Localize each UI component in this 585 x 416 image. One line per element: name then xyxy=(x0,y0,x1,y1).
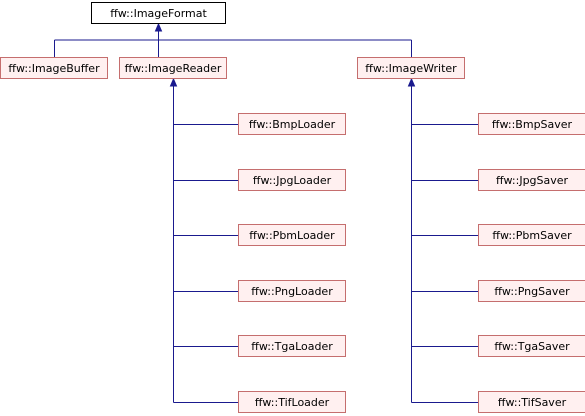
class-node-box xyxy=(238,280,346,302)
class-node-box xyxy=(238,335,346,357)
class-node-box xyxy=(238,169,346,191)
class-node-label: ffw::PngSaver xyxy=(494,285,570,298)
class-node-label: ffw::TifLoader xyxy=(255,396,330,409)
class-node-bmpsaver[interactable]: ffw::BmpSaver xyxy=(478,113,585,135)
class-node-imagebuffer[interactable]: ffw::ImageBuffer xyxy=(0,57,108,79)
class-node-box xyxy=(238,391,346,413)
arrowhead-imagereader xyxy=(169,77,178,87)
class-node-label: ffw::BmpLoader xyxy=(249,118,336,131)
class-node-label: ffw::ImageReader xyxy=(125,62,222,75)
class-node-tgaloader[interactable]: ffw::TgaLoader xyxy=(238,335,346,357)
class-node-label: ffw::ImageFormat xyxy=(110,7,207,20)
class-node-imagereader[interactable]: ffw::ImageReader xyxy=(119,57,227,79)
class-node-box xyxy=(238,113,346,135)
class-node-label: ffw::PbmLoader xyxy=(249,229,335,242)
inheritance-edges xyxy=(54,22,478,403)
class-node-box xyxy=(478,224,585,246)
class-node-box xyxy=(238,224,346,246)
class-node-label: ffw::JpgSaver xyxy=(496,174,569,187)
arrowhead-imageformat xyxy=(154,22,163,32)
class-node-imagewriter[interactable]: ffw::ImageWriter xyxy=(357,57,465,79)
class-node-imageformat[interactable]: ffw::ImageFormat xyxy=(91,2,226,24)
class-node-pbmsaver[interactable]: ffw::PbmSaver xyxy=(478,224,585,246)
class-node-bmploader[interactable]: ffw::BmpLoader xyxy=(238,113,346,135)
class-node-tgasaver[interactable]: ffw::TgaSaver xyxy=(478,335,585,357)
class-node-box xyxy=(478,335,585,357)
class-node-box xyxy=(119,57,227,79)
class-node-box xyxy=(91,2,226,24)
class-node-box xyxy=(478,169,585,191)
arrowhead-imagewriter xyxy=(407,77,416,87)
class-node-box xyxy=(357,57,465,79)
class-node-label: ffw::BmpSaver xyxy=(492,118,573,131)
class-node-pbmloader[interactable]: ffw::PbmLoader xyxy=(238,224,346,246)
class-node-jpgloader[interactable]: ffw::JpgLoader xyxy=(238,169,346,191)
class-node-label: ffw::TifSaver xyxy=(498,396,567,409)
class-node-label: ffw::ImageWriter xyxy=(365,62,457,75)
class-node-tifsaver[interactable]: ffw::TifSaver xyxy=(478,391,585,413)
class-node-label: ffw::JpgLoader xyxy=(253,174,332,187)
class-node-box xyxy=(478,391,585,413)
class-node-box xyxy=(478,280,585,302)
class-node-label: ffw::ImageBuffer xyxy=(8,62,100,75)
class-node-label: ffw::PngLoader xyxy=(251,285,333,298)
class-node-label: ffw::TgaLoader xyxy=(251,340,333,353)
class-node-box xyxy=(478,113,585,135)
class-node-tifloader[interactable]: ffw::TifLoader xyxy=(238,391,346,413)
class-node-pngloader[interactable]: ffw::PngLoader xyxy=(238,280,346,302)
class-node-pngsaver[interactable]: ffw::PngSaver xyxy=(478,280,585,302)
class-node-label: ffw::PbmSaver xyxy=(492,229,572,242)
class-node-label: ffw::TgaSaver xyxy=(494,340,570,353)
class-node-jpgsaver[interactable]: ffw::JpgSaver xyxy=(478,169,585,191)
class-node-box xyxy=(0,57,108,79)
